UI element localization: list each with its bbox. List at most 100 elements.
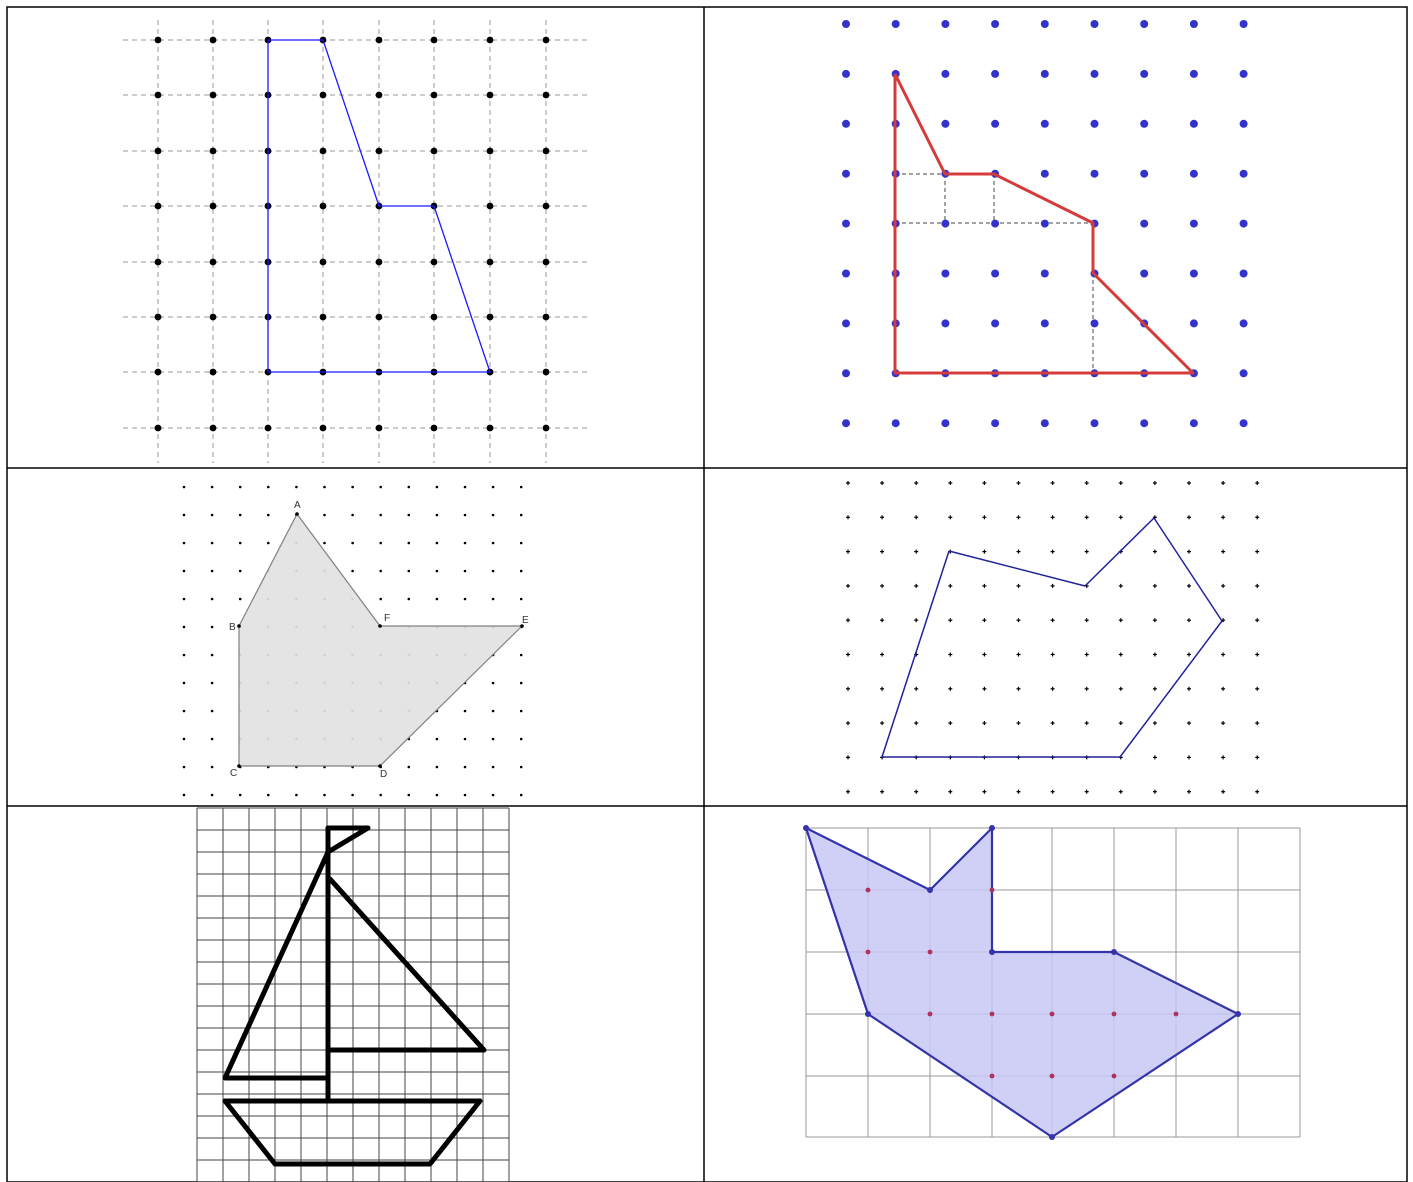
grid-dot <box>407 765 411 769</box>
grid-dot <box>1239 269 1248 278</box>
grid-dot <box>1140 119 1149 128</box>
grid-dot <box>379 597 383 601</box>
grid-dot <box>865 949 871 955</box>
grid-dot <box>1152 618 1157 623</box>
grid-dot <box>1239 219 1248 228</box>
grid-dot <box>542 258 550 266</box>
grid-dot <box>209 202 217 210</box>
grid-dot <box>519 513 523 517</box>
grid-dot <box>1152 481 1157 485</box>
grid-dot <box>542 147 550 155</box>
grid-dot <box>519 681 523 685</box>
grid-dot <box>323 793 326 797</box>
grid-dot <box>1016 652 1021 657</box>
grid-dot <box>846 515 850 520</box>
grid-dot <box>491 485 495 489</box>
grid-dot <box>375 91 383 99</box>
grid-dot <box>842 69 850 78</box>
grid-dot <box>1140 169 1149 178</box>
grid-dot <box>519 597 523 601</box>
grid-dot <box>1187 515 1191 520</box>
sailboat-drawing <box>222 825 487 1167</box>
grid-dot <box>319 313 327 321</box>
grid-dot <box>154 313 162 321</box>
grid-dot <box>941 419 950 428</box>
grid-dot <box>842 219 850 228</box>
grid-dot <box>463 709 467 713</box>
grid-dot <box>209 424 217 432</box>
grid-dot <box>880 721 885 726</box>
grid-dot <box>351 569 354 573</box>
grid-dot <box>295 485 298 489</box>
grid-dot <box>982 618 987 623</box>
grid-dot <box>1016 481 1021 485</box>
grid-dot <box>210 569 214 573</box>
grid-dot <box>463 793 467 797</box>
grid-dot <box>430 424 438 432</box>
grid-dot <box>1049 1073 1055 1079</box>
grid-dot <box>948 686 953 691</box>
grid-dot <box>914 515 919 520</box>
grid-dot <box>209 91 217 99</box>
grid-dot <box>914 721 919 726</box>
grid-dot <box>209 313 217 321</box>
grid-dot <box>1050 618 1055 623</box>
grid-dot <box>1255 515 1260 520</box>
grid-dot <box>323 513 326 517</box>
grid-dot <box>1040 119 1049 128</box>
grid-dot <box>210 541 214 545</box>
grid-dot <box>1090 119 1099 128</box>
grid-dot <box>914 549 919 554</box>
grid-dot <box>1152 755 1157 760</box>
grid-dot <box>1189 419 1198 428</box>
grid-dot <box>927 949 933 955</box>
grid-dot <box>519 793 523 797</box>
grid-dot <box>1016 583 1021 588</box>
grid-dot <box>1239 119 1248 128</box>
grid-dot <box>1040 169 1049 178</box>
grid-dot <box>182 625 186 629</box>
grid-dot <box>209 147 217 155</box>
grid-dot <box>238 541 242 545</box>
grid-dot <box>1152 721 1157 726</box>
grid-dot <box>154 424 162 432</box>
grid-dot <box>182 765 186 769</box>
grid-dot <box>209 258 217 266</box>
grid-dot <box>1255 755 1260 760</box>
grid-dot <box>154 147 162 155</box>
grid-dot <box>379 513 383 517</box>
grid-dot <box>1050 686 1055 691</box>
grid-dot <box>210 681 214 685</box>
grid-dot <box>941 20 950 28</box>
grid-dot <box>948 721 953 726</box>
grid-dot <box>519 569 523 573</box>
grid-dot <box>375 258 383 266</box>
grid-dot <box>210 793 214 797</box>
grid-dot <box>1016 686 1021 691</box>
grid-dot <box>1173 1011 1179 1017</box>
gray-polygon <box>238 512 524 767</box>
grid-dot <box>880 583 885 588</box>
grid-dot <box>486 147 494 155</box>
dashed-grid <box>123 20 590 463</box>
grid-dot <box>295 793 298 797</box>
grid-dot <box>542 313 550 321</box>
grid-dot <box>463 765 467 769</box>
grid-dot <box>842 419 850 428</box>
grid-dot <box>319 424 327 432</box>
grid-dot <box>1118 515 1123 520</box>
grid-dot <box>1140 269 1149 278</box>
grid-dot <box>1090 419 1099 428</box>
grid-dot <box>519 765 523 769</box>
grid-dot <box>486 258 494 266</box>
grid-dot <box>351 485 354 489</box>
grid-dot <box>182 485 186 489</box>
grid-dot <box>941 319 950 328</box>
interior-grid-markers <box>865 887 1179 1079</box>
grid-dot <box>1187 583 1191 588</box>
grid-dot <box>846 652 850 657</box>
grid-dot <box>267 793 270 797</box>
grid-dot <box>1239 69 1248 78</box>
grid-dot <box>982 515 987 520</box>
grid-dot <box>1189 119 1198 128</box>
